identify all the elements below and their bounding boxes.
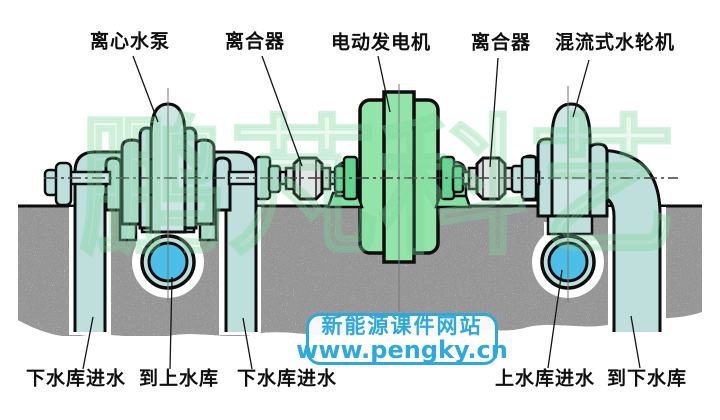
watermark-site-url: www.pengky.cn <box>296 336 508 364</box>
leader-upper-inlet <box>547 269 563 369</box>
leader-pump <box>132 55 159 123</box>
label-francis-turbine: 混流式水轮机 <box>554 31 676 54</box>
machine-centerlines <box>167 84 569 312</box>
centrifugal-pump <box>104 102 232 234</box>
label-clutch-left: 离合器 <box>224 30 286 53</box>
leader-generator <box>377 55 391 113</box>
label-to-lower-reservoir: 到下水库 <box>606 367 688 390</box>
leader-lines <box>82 55 641 370</box>
leader-turbine <box>572 59 590 118</box>
label-centrifugal-pump: 离心水泵 <box>89 30 171 53</box>
label-motor-generator: 电动发电机 <box>330 31 432 54</box>
label-to-upper-reservoir: 到上水库 <box>138 367 220 390</box>
label-intake-lower-left: 下水库进水 <box>25 367 127 390</box>
leader-clutch-left <box>261 55 303 167</box>
leader-intake-left <box>82 316 94 370</box>
label-clutch-right: 离合器 <box>470 31 532 54</box>
leader-to-lower <box>630 315 641 369</box>
leader-intake-right <box>242 317 253 370</box>
left-bearing-pedestal <box>43 161 112 207</box>
turbine-casing-dome <box>550 102 592 218</box>
leader-to-upper <box>169 276 173 370</box>
label-intake-lower-right: 下水库进水 <box>236 367 338 390</box>
leader-clutch-right <box>489 57 499 168</box>
watermark-badge: 新能源课件网站 www.pengky.cn <box>296 313 508 365</box>
watermark-site-name: 新能源课件网站 <box>321 314 483 338</box>
background-watermark-text: 鹏芃科艺 <box>78 102 678 276</box>
label-inlet-upper-reservoir: 上水库进水 <box>494 367 596 390</box>
